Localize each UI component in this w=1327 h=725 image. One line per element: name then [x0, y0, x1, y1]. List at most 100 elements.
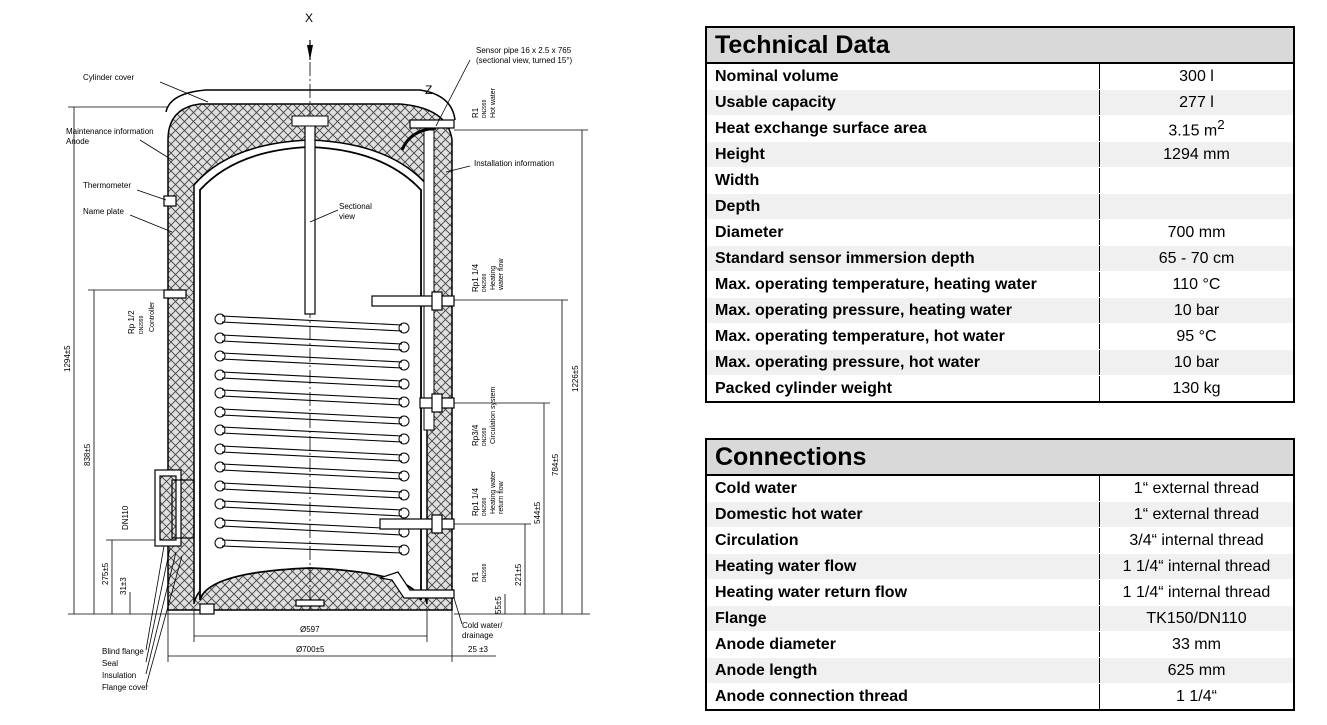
table-row: Max. operating temperature, heating wate…: [706, 271, 1294, 298]
technical-data-title: Technical Data: [706, 27, 1294, 64]
table-row: Depth: [706, 193, 1294, 220]
row-label: Max. operating pressure, hot water: [706, 349, 1100, 376]
unit-exponent: 2: [1217, 116, 1225, 132]
z-axis-label: Z: [425, 83, 432, 97]
row-label: Heat exchange surface area: [706, 115, 1100, 142]
row-label: Circulation: [706, 527, 1100, 554]
drawing-label: DN2999: [482, 497, 488, 516]
drawing-label: Sensor pipe 16 x 2.5 x 765: [476, 46, 572, 55]
x-axis-label: X: [305, 11, 313, 25]
row-label: Usable capacity: [706, 89, 1100, 116]
row-value: 33 mm: [1099, 631, 1294, 658]
drawing-label: Rp 1/2: [127, 310, 136, 334]
drawing-label: 1294±5: [63, 345, 72, 372]
row-label: Packed cylinder weight: [706, 375, 1100, 403]
row-value: 300 l: [1099, 63, 1294, 90]
drawing-label: Circulation system: [490, 387, 497, 444]
drawing-label: Hot water: [490, 87, 497, 118]
table-row: Width: [706, 167, 1294, 194]
row-value: [1099, 167, 1294, 194]
cylinder-technical-drawing: X Z Sensor pipe 16 x 2.5 x 765 (sectiona…: [63, 11, 590, 692]
drawing-label: 544±5: [533, 501, 542, 524]
row-label: Heating water return flow: [706, 579, 1100, 606]
drawing-label: Thermometer: [83, 181, 131, 190]
row-label: Flange: [706, 605, 1100, 632]
row-label: Domestic hot water: [706, 501, 1100, 528]
row-label: Anode diameter: [706, 631, 1100, 658]
row-value: 3.15 m2: [1099, 115, 1294, 142]
drawing-label: Ø597: [300, 625, 320, 634]
drawing-label: Blind flange: [102, 647, 144, 656]
row-label: Width: [706, 167, 1100, 194]
row-value: 110 °C: [1099, 271, 1294, 298]
row-label: Anode length: [706, 657, 1100, 684]
sensor-pipe: [423, 129, 435, 431]
row-value: 1294 mm: [1099, 141, 1294, 168]
drawing-label: DN2999: [482, 273, 488, 292]
drawing-label: 838±5: [83, 443, 92, 466]
drawing-label: 275±5: [101, 562, 110, 585]
row-value: [1099, 193, 1294, 220]
row-label: Max. operating temperature, heating wate…: [706, 271, 1100, 298]
drawing-label: Ø700±5: [296, 645, 325, 654]
row-value: 10 bar: [1099, 297, 1294, 324]
cylinder-cover: [165, 89, 456, 121]
row-label: Depth: [706, 193, 1100, 220]
row-label: Anode connection thread: [706, 683, 1100, 711]
drawing-label: Name plate: [83, 207, 124, 216]
row-label: Cold water: [706, 475, 1100, 502]
row-value: 65 - 70 cm: [1099, 245, 1294, 272]
drawing-label: DN110: [121, 505, 130, 530]
drawing-label: 1226±5: [571, 365, 580, 392]
row-value: 625 mm: [1099, 657, 1294, 684]
drawing-label: 25 ±3: [468, 645, 489, 654]
row-value: 130 kg: [1099, 375, 1294, 403]
drawing-label: Rp3/4: [471, 424, 480, 446]
drawing-label: Seal: [102, 659, 118, 668]
row-value: TK150/DN110: [1099, 605, 1294, 632]
row-label: Heating water flow: [706, 553, 1100, 580]
drawing-label: view: [339, 212, 355, 221]
drawing-label: DN2999: [482, 99, 488, 118]
drawing-label: Cold water/: [462, 621, 503, 630]
row-value: 1“ external thread: [1099, 501, 1294, 528]
drawing-label: drainage: [462, 631, 494, 640]
drawing-label: water flow: [498, 258, 505, 291]
drawing-label: Cylinder cover: [83, 73, 134, 82]
connections-title: Connections: [706, 439, 1294, 476]
drawing-label: R1: [471, 571, 480, 582]
inner-tank: [199, 146, 422, 601]
drawing-label: (sectional view, turned 15°): [476, 56, 572, 65]
drawing-label: 221±5: [514, 563, 523, 586]
row-value: 3/4“ internal thread: [1099, 527, 1294, 554]
row-value: 95 °C: [1099, 323, 1294, 350]
drawing-label: Sectional: [339, 202, 372, 211]
row-value: 277 l: [1099, 89, 1294, 116]
drawing-label: Insulation: [102, 671, 136, 680]
row-value: 10 bar: [1099, 349, 1294, 376]
drawing-label: 55±5: [494, 596, 503, 614]
row-value: 1“ external thread: [1099, 475, 1294, 502]
drawing-label: 784±5: [551, 453, 560, 476]
row-label: Height: [706, 141, 1100, 168]
drawing-label: DN2999: [139, 315, 145, 334]
drawing-label: Heating: [490, 266, 497, 290]
row-value: 1 1/4“: [1099, 683, 1294, 711]
drawing-label: Rp1 1/4: [471, 487, 480, 516]
drawing-label: Installation information: [474, 159, 554, 168]
drawing-label: Controller: [149, 301, 156, 332]
